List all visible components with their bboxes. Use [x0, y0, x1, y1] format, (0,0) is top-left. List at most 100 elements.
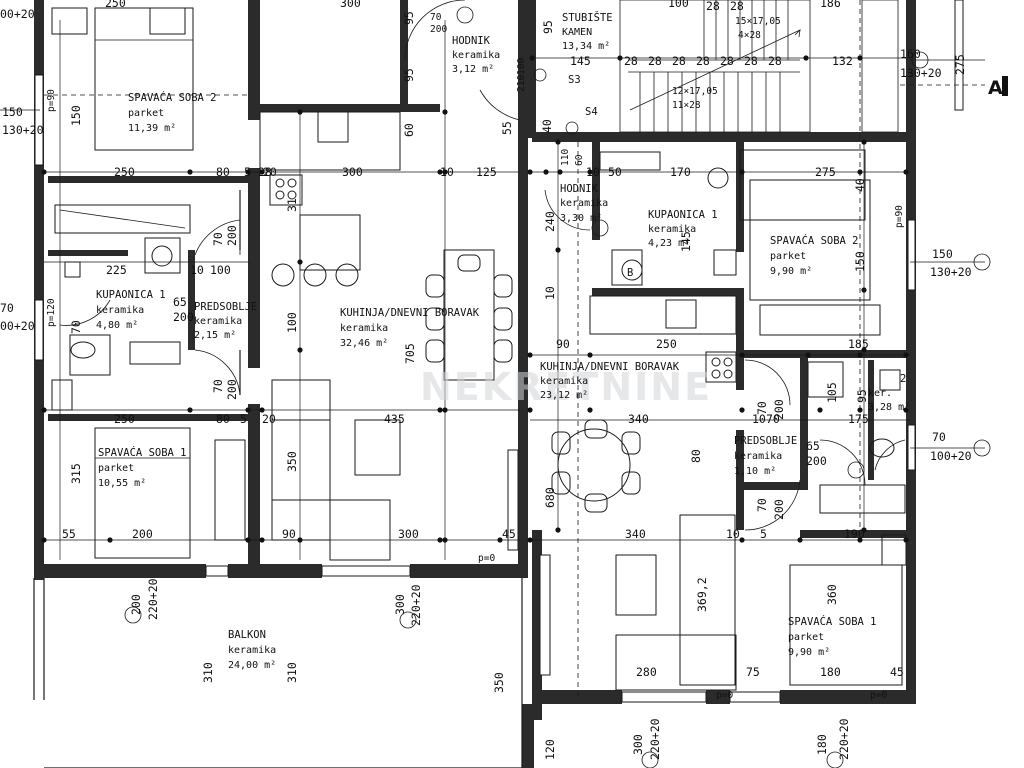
dim-label: 250 — [105, 0, 126, 10]
room-name: PREDSOBLJE — [194, 301, 257, 313]
dimension-tick — [903, 537, 909, 543]
dim-label: 70 — [69, 320, 83, 334]
dim-label: 65 — [806, 439, 820, 453]
room-floor: parket — [788, 632, 824, 643]
room-name: HODNIK — [560, 183, 599, 195]
room-area: 3,30 m² — [560, 213, 602, 224]
dim-label: 435 — [384, 412, 405, 426]
dimension-tick — [41, 537, 47, 543]
dim-label: 210 — [516, 75, 527, 92]
dimension-tick — [245, 537, 251, 543]
dim-label: 100 — [668, 0, 689, 10]
stair-spec: 12×17,05 — [672, 86, 718, 97]
dim-label: 70 — [932, 430, 946, 444]
dimension-tick — [861, 139, 867, 145]
dimension-lines — [0, 0, 985, 700]
dimension-tick — [861, 287, 867, 293]
dim-label: 220+20 — [648, 718, 662, 760]
dim-label: 145 — [679, 231, 693, 252]
dim-label: 120 — [543, 739, 557, 760]
staircase — [619, 0, 899, 133]
dimension-tick — [245, 169, 251, 175]
dim-label: 80 — [216, 165, 230, 179]
room-floor: parket — [770, 251, 806, 262]
room-floor: keramika — [648, 224, 696, 235]
dimension-tick — [442, 537, 448, 543]
dim-label: 150 — [932, 247, 953, 261]
dim-label: 145 — [570, 54, 591, 68]
dim-label: 55 — [500, 121, 514, 135]
dimension-tick — [437, 407, 443, 413]
dim-label: 300 — [393, 594, 407, 615]
appliance-label: B — [627, 267, 633, 279]
dim-label: 350 — [492, 672, 506, 693]
dim-label: 340 — [628, 412, 649, 426]
dimension-circles — [124, 6, 991, 768]
dim-label: 100 — [210, 263, 231, 277]
dim-label: 175 — [848, 412, 869, 426]
windows — [34, 0, 964, 703]
sill-height: p=90 — [46, 89, 57, 112]
room-area: 11,39 m² — [128, 123, 176, 134]
dimension-tick — [297, 259, 303, 265]
dim-label: 28 — [624, 54, 638, 68]
room-name: PREDSOBLJE — [734, 435, 797, 447]
dim-label: 250 — [656, 337, 677, 351]
dim-label: 95 — [541, 20, 555, 34]
dim-label: 250 — [114, 165, 135, 179]
room-area: 24,00 m² — [228, 660, 276, 671]
room-name: KUPAONICA 1 — [648, 209, 718, 221]
dim-label: 40 — [540, 119, 554, 133]
room-floor: KAMEN — [562, 27, 592, 38]
furniture — [51, 7, 907, 691]
dim-label: 10 — [543, 286, 557, 300]
room-name: STUBIŠTE — [562, 11, 613, 24]
dimension-tick — [903, 407, 909, 413]
stair-spec: 4×28 — [738, 30, 761, 41]
dim-label: 28 — [720, 54, 734, 68]
dim-label: 705 — [403, 343, 417, 364]
sill-height: p=90 — [894, 205, 905, 228]
dimension-tick — [527, 407, 533, 413]
stair-label-s4: S4 — [585, 106, 598, 118]
dim-label: 190 — [844, 527, 865, 541]
dim-label: 110 — [560, 149, 571, 166]
dim-label: 185 — [848, 337, 869, 351]
dim-label: 31 — [285, 198, 299, 212]
room-floor: keramika — [228, 645, 276, 656]
dim-label: 28 — [672, 54, 686, 68]
dim-label: 70 — [766, 412, 780, 426]
floor-level: p=0 — [478, 553, 495, 564]
dim-label: 70 — [211, 232, 225, 246]
dim-label: 45 — [502, 527, 516, 541]
dim-label: 65 — [173, 295, 187, 309]
dimension-tick — [442, 109, 448, 115]
dim-label: 10 — [586, 165, 600, 179]
room-area: 23,12 m² — [540, 390, 588, 401]
dim-label: 70 — [755, 401, 769, 415]
dim-label: 60 — [574, 154, 585, 166]
dimension-texts: 250 300 186 100 95 95 145 28 28 28 28 28… — [0, 0, 972, 760]
balcony-outline — [33, 578, 523, 768]
room-name: SPAVAĆA SOBA 1 — [788, 615, 877, 628]
dim-label: 45 — [890, 665, 904, 679]
dim-label: 180 — [815, 734, 829, 755]
dim-label: 28 — [696, 54, 710, 68]
dimension-tick — [297, 537, 303, 543]
dim-label: 350 — [285, 451, 299, 472]
room-floor: keramika — [96, 305, 144, 316]
dim-label: 369,2 — [695, 577, 709, 612]
dim-label: 5 — [240, 412, 247, 426]
dim-label: 240 — [543, 211, 557, 232]
section-marker-bar — [1002, 76, 1008, 96]
dim-label: 5 — [760, 527, 767, 541]
dim-label: 70 — [211, 379, 225, 393]
dimension-tick — [555, 247, 561, 253]
dim-label: 160 — [900, 47, 921, 61]
dim-label: 275 — [815, 165, 836, 179]
dimension-tick — [442, 169, 448, 175]
dim-label: 220+20 — [409, 584, 423, 626]
sill-height: p=120 — [46, 298, 57, 327]
dimension-tick — [739, 537, 745, 543]
dim-label: 70 — [755, 498, 769, 512]
